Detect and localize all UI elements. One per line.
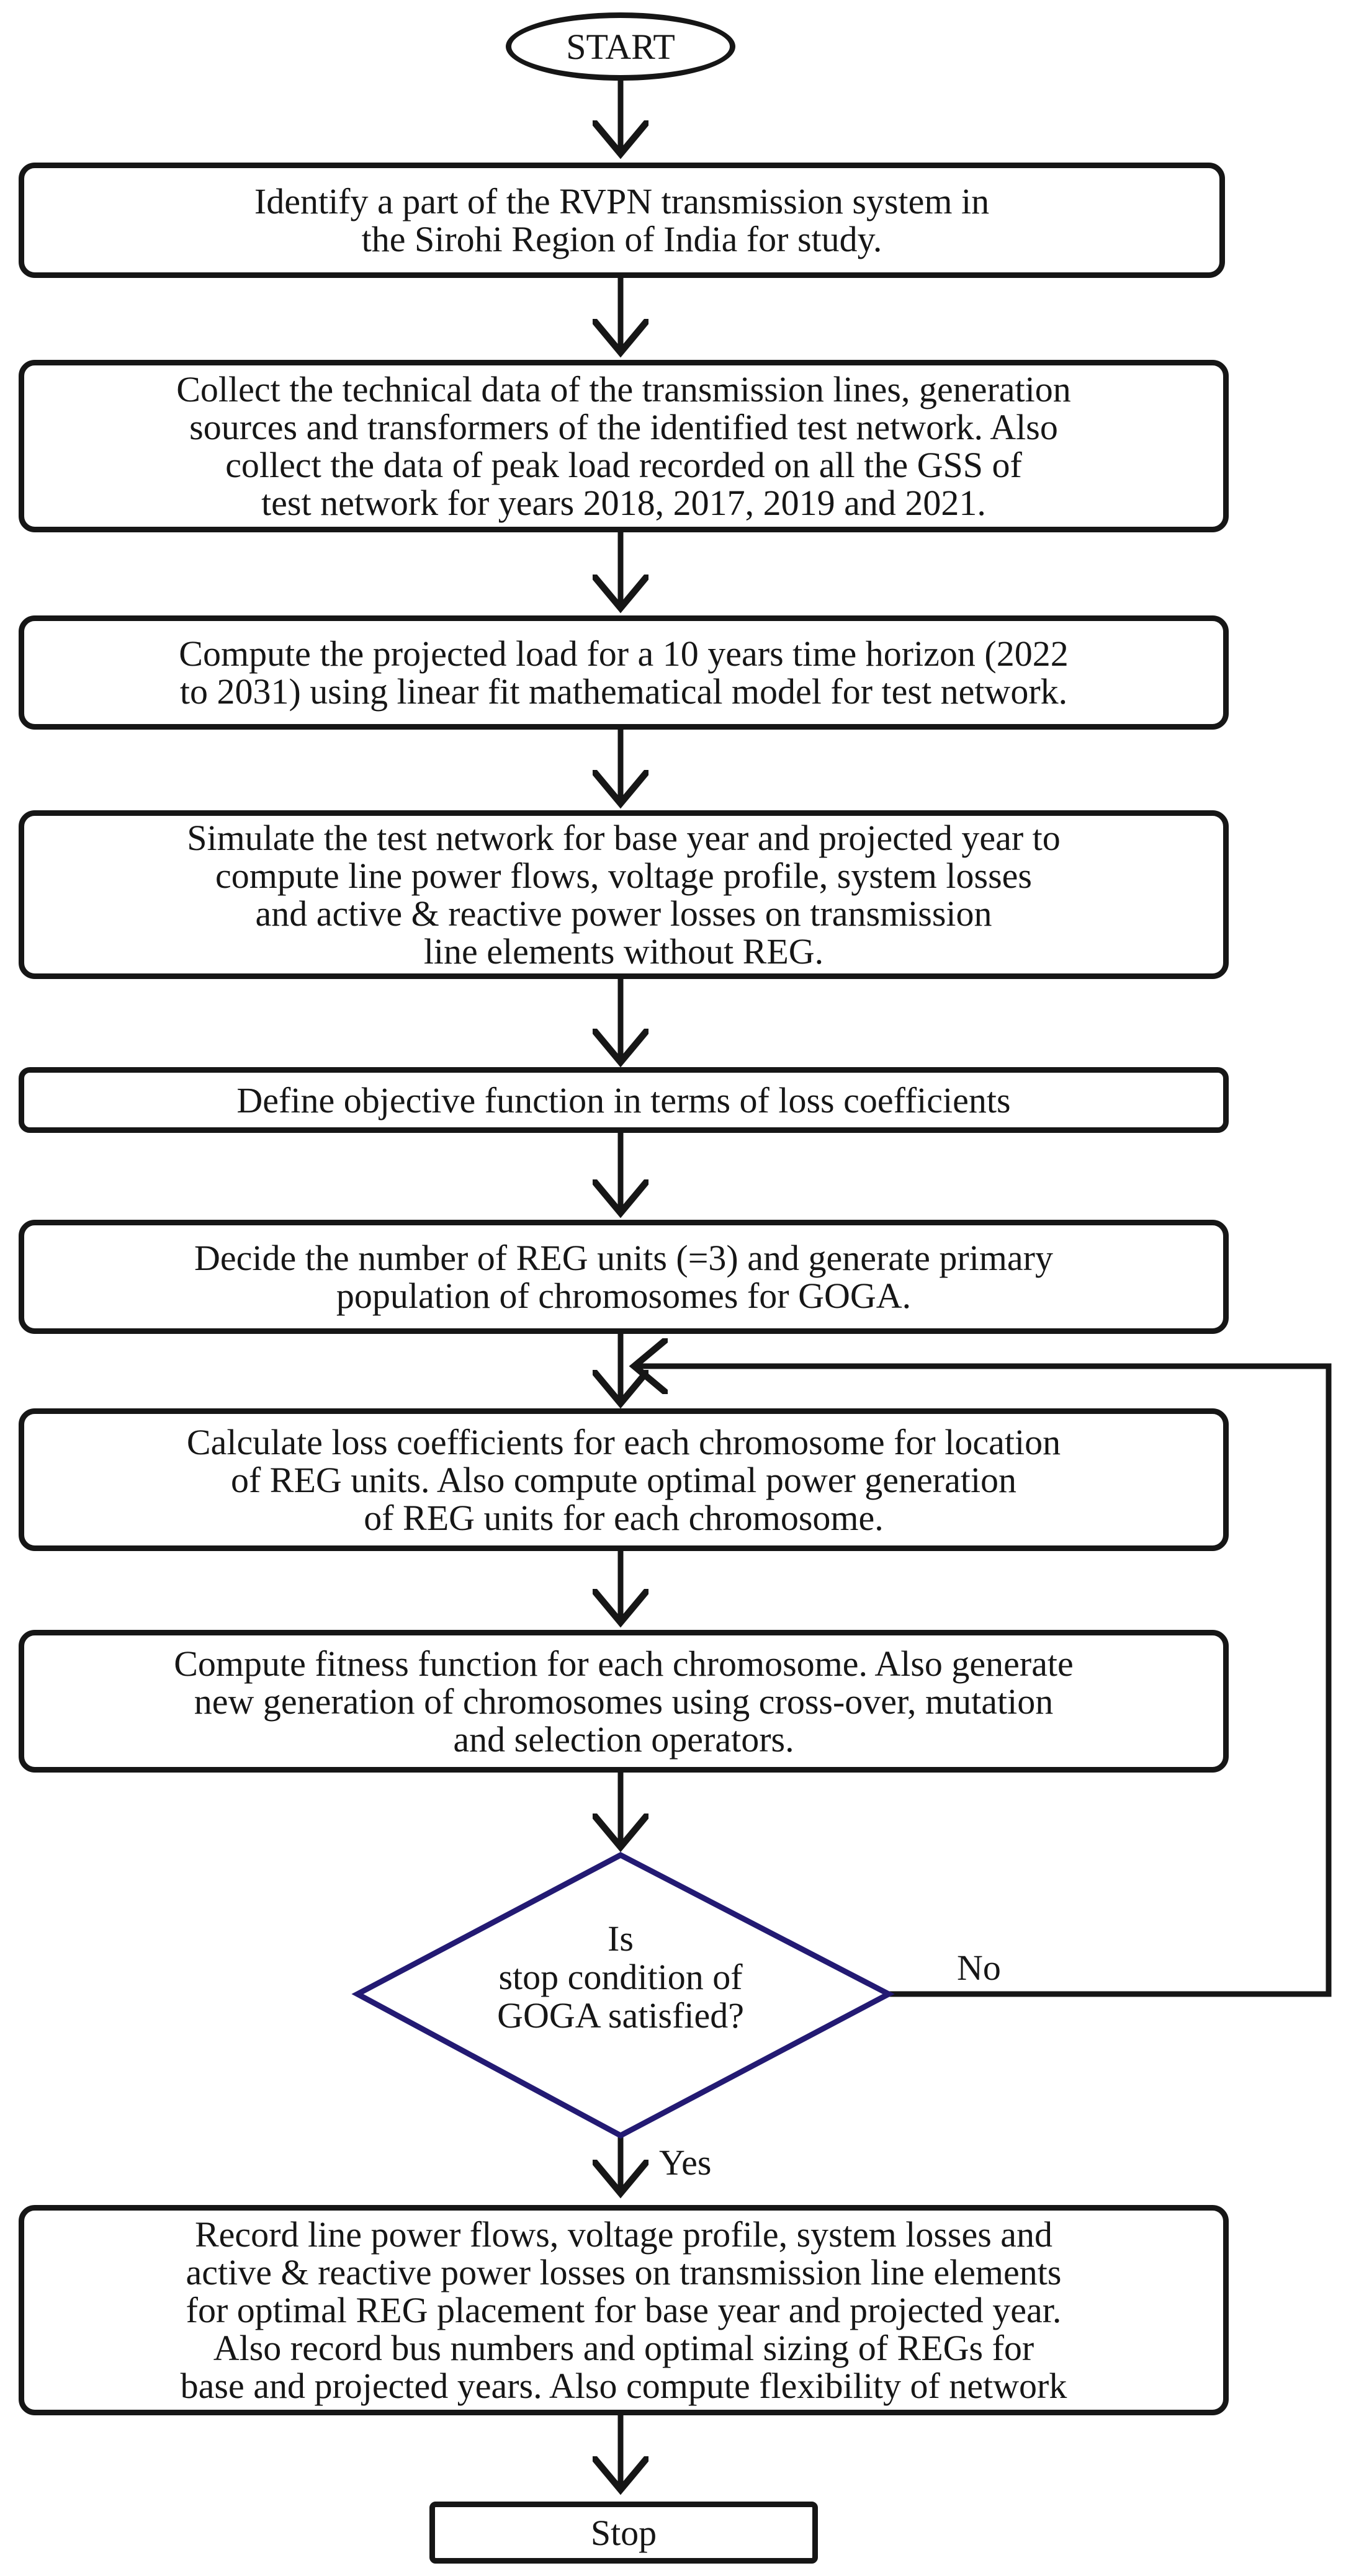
step-objective-function: Define objective function in terms of lo… <box>19 1067 1229 1133</box>
start-label: START <box>566 26 675 67</box>
decision-text-line: stop condition of <box>498 1957 743 1997</box>
decision-text-line: GOGA satisfied? <box>497 1995 744 2036</box>
step-text-line: of REG units for each chromosome. <box>364 1497 884 1538</box>
step-text-line: and selection operators. <box>453 1719 794 1760</box>
step-text-line: and active & reactive power losses on tr… <box>255 893 992 934</box>
step-text-line: Collect the technical data of the transm… <box>176 369 1071 409</box>
step-simulate-network: Simulate the test network for base year … <box>19 810 1229 979</box>
step-fitness-function: Compute fitness function for each chromo… <box>19 1630 1229 1773</box>
decision-diamond <box>351 1851 895 2139</box>
stop-label: Stop <box>590 2512 657 2553</box>
stop-terminal: Stop <box>429 2502 818 2564</box>
step-text-line: compute line power flows, voltage profil… <box>215 856 1032 896</box>
step-text-line: Identify a part of the RVPN transmission… <box>254 181 990 221</box>
step-text-line: Compute the projected load for a 10 year… <box>179 633 1069 674</box>
step-text-line: line elements without REG. <box>423 931 824 972</box>
step-text-line: base and projected years. Also compute f… <box>180 2366 1067 2406</box>
step-text-line: Decide the number of REG units (=3) and … <box>194 1238 1053 1278</box>
start-terminal: START <box>506 12 735 81</box>
step-decide-reg-units: Decide the number of REG units (=3) and … <box>19 1220 1229 1334</box>
step-text-line: Record line power flows, voltage profile… <box>194 2214 1053 2255</box>
decision-text: Is stop condition of GOGA satisfied? <box>434 1920 807 2035</box>
decision-text-line: Is <box>608 1918 634 1959</box>
step-text-line: sources and transformers of the identifi… <box>189 407 1058 447</box>
step-record-results: Record line power flows, voltage profile… <box>19 2205 1229 2415</box>
step-text-line: of REG units. Also compute optimal power… <box>230 1459 1017 1500</box>
no-branch-label: No <box>957 1948 1001 1988</box>
step-text-line: Calculate loss coefficients for each chr… <box>186 1421 1061 1462</box>
step-text-line: the Sirohi Region of India for study. <box>361 219 882 259</box>
loop-no-line <box>634 1366 1332 1997</box>
step-text-line: Compute fitness function for each chromo… <box>174 1643 1074 1684</box>
step-text-line: collect the data of peak load recorded o… <box>225 445 1022 485</box>
step-loss-coefficients: Calculate loss coefficients for each chr… <box>19 1408 1229 1551</box>
step-projected-load: Compute the projected load for a 10 year… <box>19 615 1229 730</box>
step-text-line: to 2031) using linear fit mathematical m… <box>179 671 1068 712</box>
step-text-line: new generation of chromosomes using cros… <box>194 1681 1054 1722</box>
yes-branch-label: Yes <box>659 2142 712 2183</box>
step-collect-data: Collect the technical data of the transm… <box>19 360 1229 532</box>
step-text-line: Also record bus numbers and optimal sizi… <box>213 2328 1034 2368</box>
step-text-line: active & reactive power losses on transm… <box>186 2252 1062 2292</box>
step-text-line: Define objective function in terms of lo… <box>236 1080 1011 1120</box>
step-text-line: test network for years 2018, 2017, 2019 … <box>261 483 986 523</box>
step-text-line: Simulate the test network for base year … <box>187 818 1061 858</box>
step-identify-network: Identify a part of the RVPN transmission… <box>19 163 1225 278</box>
step-text-line: population of chromosomes for GOGA. <box>336 1276 912 1316</box>
step-text-line: for optimal REG placement for base year … <box>186 2290 1062 2330</box>
